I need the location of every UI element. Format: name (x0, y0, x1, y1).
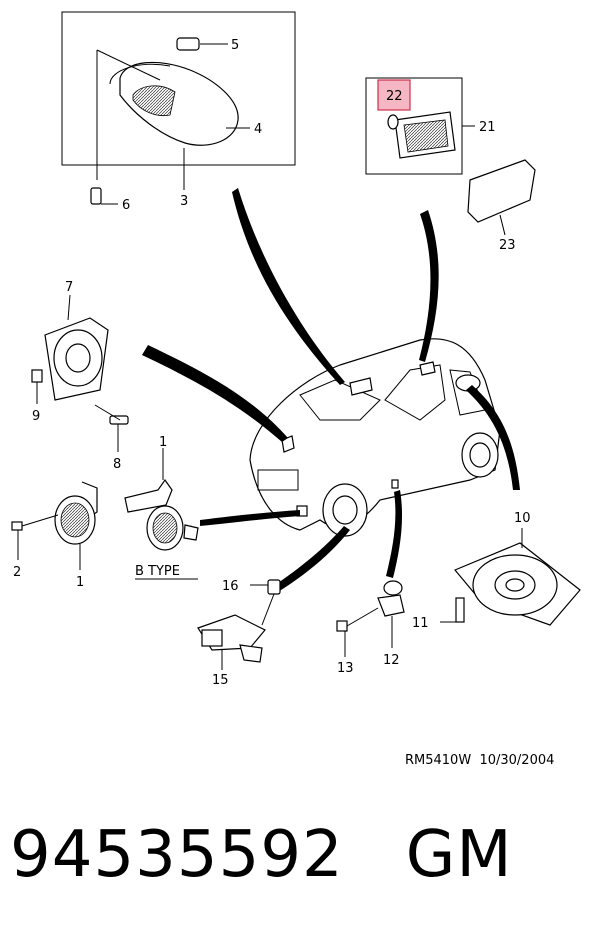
callout-5: 5 (231, 38, 239, 53)
horn-group (11, 481, 98, 570)
map-lamp-group (365, 77, 536, 236)
callout-4: 4 (254, 122, 262, 137)
reference-date: 10/30/2004 (479, 753, 555, 768)
part-number: 94535592 (10, 818, 344, 892)
car-illustration (249, 338, 501, 537)
callout-1: 1 (76, 575, 84, 590)
callout-8: 8 (113, 457, 121, 472)
callout-9: 9 (32, 409, 40, 424)
callout-13: 13 (337, 661, 354, 676)
rear-speaker-group (440, 528, 581, 626)
callout-12: 12 (383, 653, 400, 668)
callout-6: 6 (122, 198, 130, 213)
horn-b-type-group (124, 448, 199, 580)
brand-name: GM (405, 818, 513, 892)
callout-10: 10 (514, 511, 531, 526)
sensor-group (197, 579, 281, 670)
b-type-label: B TYPE (135, 564, 180, 579)
callout-22: 22 (386, 89, 403, 104)
callout-2: 2 (13, 565, 21, 580)
highlight-box-22 (377, 79, 411, 111)
callout-11: 11 (412, 616, 429, 631)
callout-15: 15 (212, 673, 229, 688)
footer-line: 94535592 GM (10, 818, 513, 892)
door-switch-group (336, 580, 405, 657)
callout-3: 3 (180, 194, 188, 209)
dome-lamp-group (61, 11, 296, 205)
reference-line: RM5410W 10/30/2004 (405, 753, 554, 768)
callout-16: 16 (222, 579, 239, 594)
front-speaker-group (31, 294, 129, 452)
callout-21: 21 (479, 120, 496, 135)
reference-code: RM5410W (405, 753, 472, 768)
leader-arrows (142, 188, 520, 592)
callout-labels: 5 4 3 6 22 21 23 7 9 8 1 2 1 B TYPE 10 1… (13, 38, 531, 688)
callout-23: 23 (499, 238, 516, 253)
callout-7: 7 (65, 280, 73, 295)
callout-1-b-type: 1 (159, 435, 167, 450)
